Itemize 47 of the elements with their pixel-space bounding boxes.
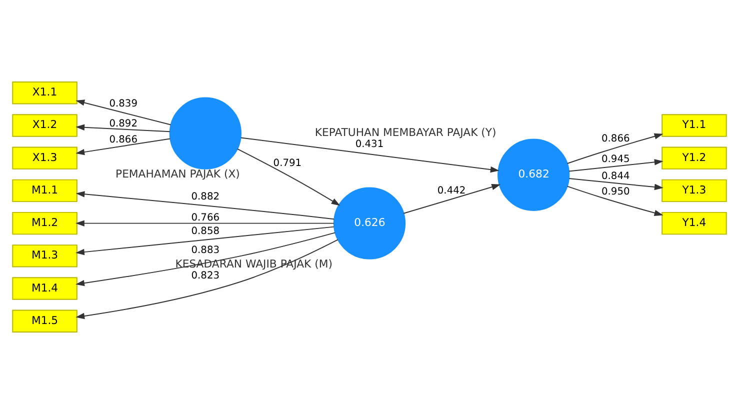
edge-label: 0.839 <box>109 98 138 110</box>
node-box: X1.2 <box>12 114 78 137</box>
node-circle: 0.626 <box>333 187 406 260</box>
arrow <box>403 184 501 214</box>
node-box: M1.4 <box>12 277 78 300</box>
arrow <box>76 191 334 220</box>
node-box: M1.5 <box>12 310 78 333</box>
edge-label: 0.866 <box>601 133 630 144</box>
node-box: Y1.2 <box>662 146 727 170</box>
edge-label: 0.950 <box>601 186 630 198</box>
node-box: M1.3 <box>12 244 78 268</box>
arrow <box>568 178 664 190</box>
edge-label: 0.791 <box>273 158 302 169</box>
edge-label: 0.858 <box>191 226 220 238</box>
arrow <box>76 239 338 320</box>
arrow <box>76 232 336 286</box>
arrow <box>76 220 334 226</box>
edge-label: 0.945 <box>601 154 630 166</box>
edge-label: 0.442 <box>437 186 466 197</box>
node-box: Y1.1 <box>662 114 727 137</box>
node-box: Y1.4 <box>662 212 727 235</box>
node-box: M1.1 <box>12 179 78 202</box>
node-label: PEMAHAMAN PAJAK (X) <box>116 168 240 181</box>
edge-label: 0.823 <box>191 270 220 282</box>
node-box: Y1.3 <box>662 179 727 202</box>
node-circle <box>169 97 242 170</box>
node-circle: 0.682 <box>498 138 570 211</box>
arrow <box>76 100 172 126</box>
edge-label: 0.882 <box>191 192 220 203</box>
node-box: X1.3 <box>12 146 78 170</box>
arrow <box>76 138 171 156</box>
arrow <box>76 226 334 256</box>
node-box: M1.2 <box>12 212 78 235</box>
arrow <box>76 124 170 132</box>
arrow <box>568 159 664 172</box>
node-label: KEPATUHAN MEMBAYAR PAJAK (Y) <box>314 126 496 140</box>
arrow <box>566 186 664 216</box>
node-box: X1.1 <box>12 81 78 104</box>
edge-label: 0.766 <box>191 212 220 224</box>
edge-label: 0.431 <box>355 139 384 150</box>
arrow <box>236 148 340 206</box>
edge-label: 0.883 <box>191 244 220 256</box>
arrow <box>566 133 664 164</box>
arrow <box>240 137 500 173</box>
edge-label: 0.892 <box>109 118 138 130</box>
edge-label: 0.844 <box>601 170 630 182</box>
edge-label: 0.866 <box>109 134 138 146</box>
